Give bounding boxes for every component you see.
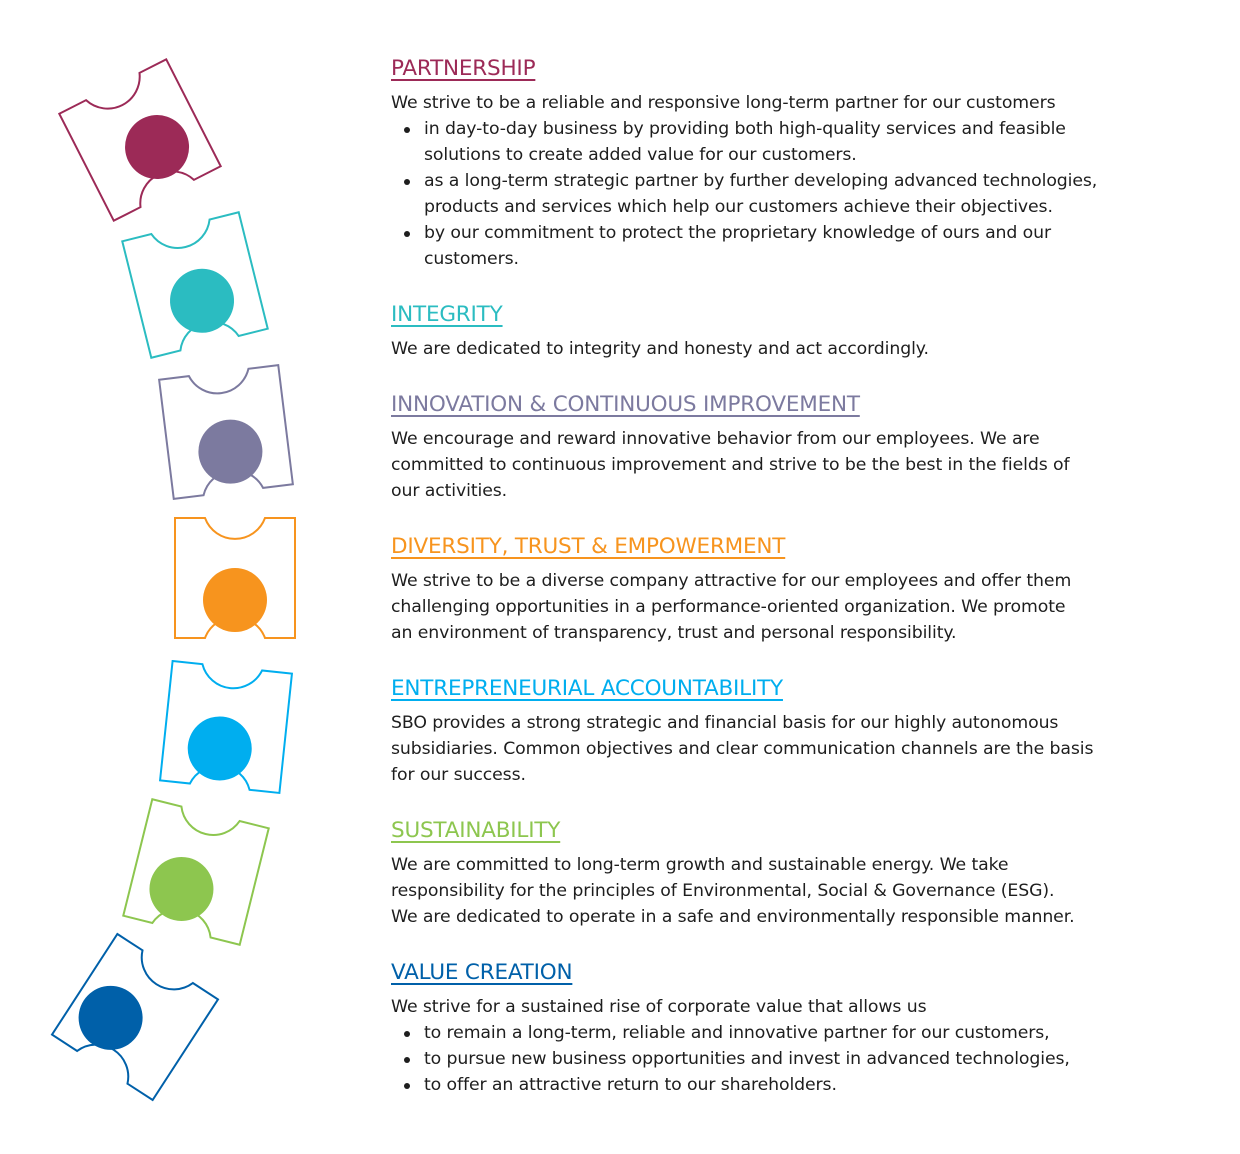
section-body-line: We strive to be a diverse company attrac…	[391, 571, 1072, 591]
bullet-item: by our commitment to protect the proprie…	[391, 220, 1191, 272]
bullet-line: products and services which help our cus…	[424, 197, 1053, 217]
section-body-line: We encourage and reward innovative behav…	[391, 429, 1040, 449]
sustainability-tile-icon	[122, 798, 270, 946]
entrepreneurial-tile-icon	[159, 660, 293, 794]
section-body-line: responsibility for the principles of Env…	[391, 881, 1055, 901]
section-intro: We strive to be a reliable and responsiv…	[391, 93, 1056, 113]
bullet-item: in day-to-day business by providing both…	[391, 116, 1191, 168]
section-heading: DIVERSITY, TRUST & EMPOWERMENT	[391, 534, 786, 559]
bullet-line: to remain a long-term, reliable and inno…	[424, 1023, 1050, 1043]
bullet-line: solutions to create added value for our …	[424, 145, 857, 165]
section-heading: ENTREPRENEURIAL ACCOUNTABILITY	[391, 676, 783, 701]
bullet-line: customers.	[424, 249, 519, 269]
section-body-line: an environment of transparency, trust an…	[391, 623, 957, 643]
bullet-list: in day-to-day business by providing both…	[391, 116, 1191, 272]
bullet-line: to pursue new business opportunities and…	[424, 1049, 1070, 1069]
section-body-line: We are dedicated to integrity and honest…	[391, 339, 929, 359]
value-creation-tile-icon	[51, 933, 219, 1101]
diversity-tile-icon	[174, 517, 296, 639]
section-innovation: INNOVATION & CONTINUOUS IMPROVEMENT We e…	[391, 392, 1191, 504]
bullet-item: as a long-term strategic partner by furt…	[391, 168, 1191, 220]
bullet-item: to offer an attractive return to our sha…	[391, 1072, 1191, 1098]
section-body-line: We are committed to long-term growth and…	[391, 855, 1009, 875]
section-heading: PARTNERSHIP	[391, 56, 536, 81]
bullet-line: by our commitment to protect the proprie…	[424, 223, 1052, 243]
section-value-creation: VALUE CREATION We strive for a sustained…	[391, 960, 1191, 1098]
section-body-line: SBO provides a strong strategic and fina…	[391, 713, 1059, 733]
section-diversity: DIVERSITY, TRUST & EMPOWERMENT We strive…	[391, 534, 1191, 646]
section-body-line: subsidiaries. Common objectives and clea…	[391, 739, 1094, 759]
section-body-line: committed to continuous improvement and …	[391, 455, 1070, 475]
section-body-line: We are dedicated to operate in a safe an…	[391, 907, 1075, 927]
bullet-line: to offer an attractive return to our sha…	[424, 1075, 837, 1095]
section-heading: INNOVATION & CONTINUOUS IMPROVEMENT	[391, 392, 860, 417]
partnership-tile-icon	[58, 58, 222, 222]
section-heading: SUSTAINABILITY	[391, 818, 561, 843]
bullet-item: to remain a long-term, reliable and inno…	[391, 1020, 1191, 1046]
section-body-line: for our success.	[391, 765, 526, 785]
section-body-line: challenging opportunities in a performan…	[391, 597, 1066, 617]
bullet-line: as a long-term strategic partner by furt…	[424, 171, 1098, 191]
bullet-item: to pursue new business opportunities and…	[391, 1046, 1191, 1072]
values-chain-graphic	[51, 58, 296, 1101]
section-heading: INTEGRITY	[391, 302, 503, 327]
bullet-list: to remain a long-term, reliable and inno…	[391, 1020, 1191, 1098]
section-intro: We strive for a sustained rise of corpor…	[391, 997, 927, 1017]
section-partnership: PARTNERSHIP We strive to be a reliable a…	[391, 56, 1191, 272]
section-body-line: our activities.	[391, 481, 508, 501]
integrity-tile-icon	[121, 211, 269, 359]
section-integrity: INTEGRITY We are dedicated to integrity …	[391, 302, 1191, 362]
section-entrepreneurial: ENTREPRENEURIAL ACCOUNTABILITY SBO provi…	[391, 676, 1191, 788]
bullet-line: in day-to-day business by providing both…	[424, 119, 1066, 139]
section-sustainability: SUSTAINABILITY We are committed to long-…	[391, 818, 1191, 930]
section-heading: VALUE CREATION	[391, 960, 573, 985]
innovation-tile-icon	[158, 364, 294, 500]
